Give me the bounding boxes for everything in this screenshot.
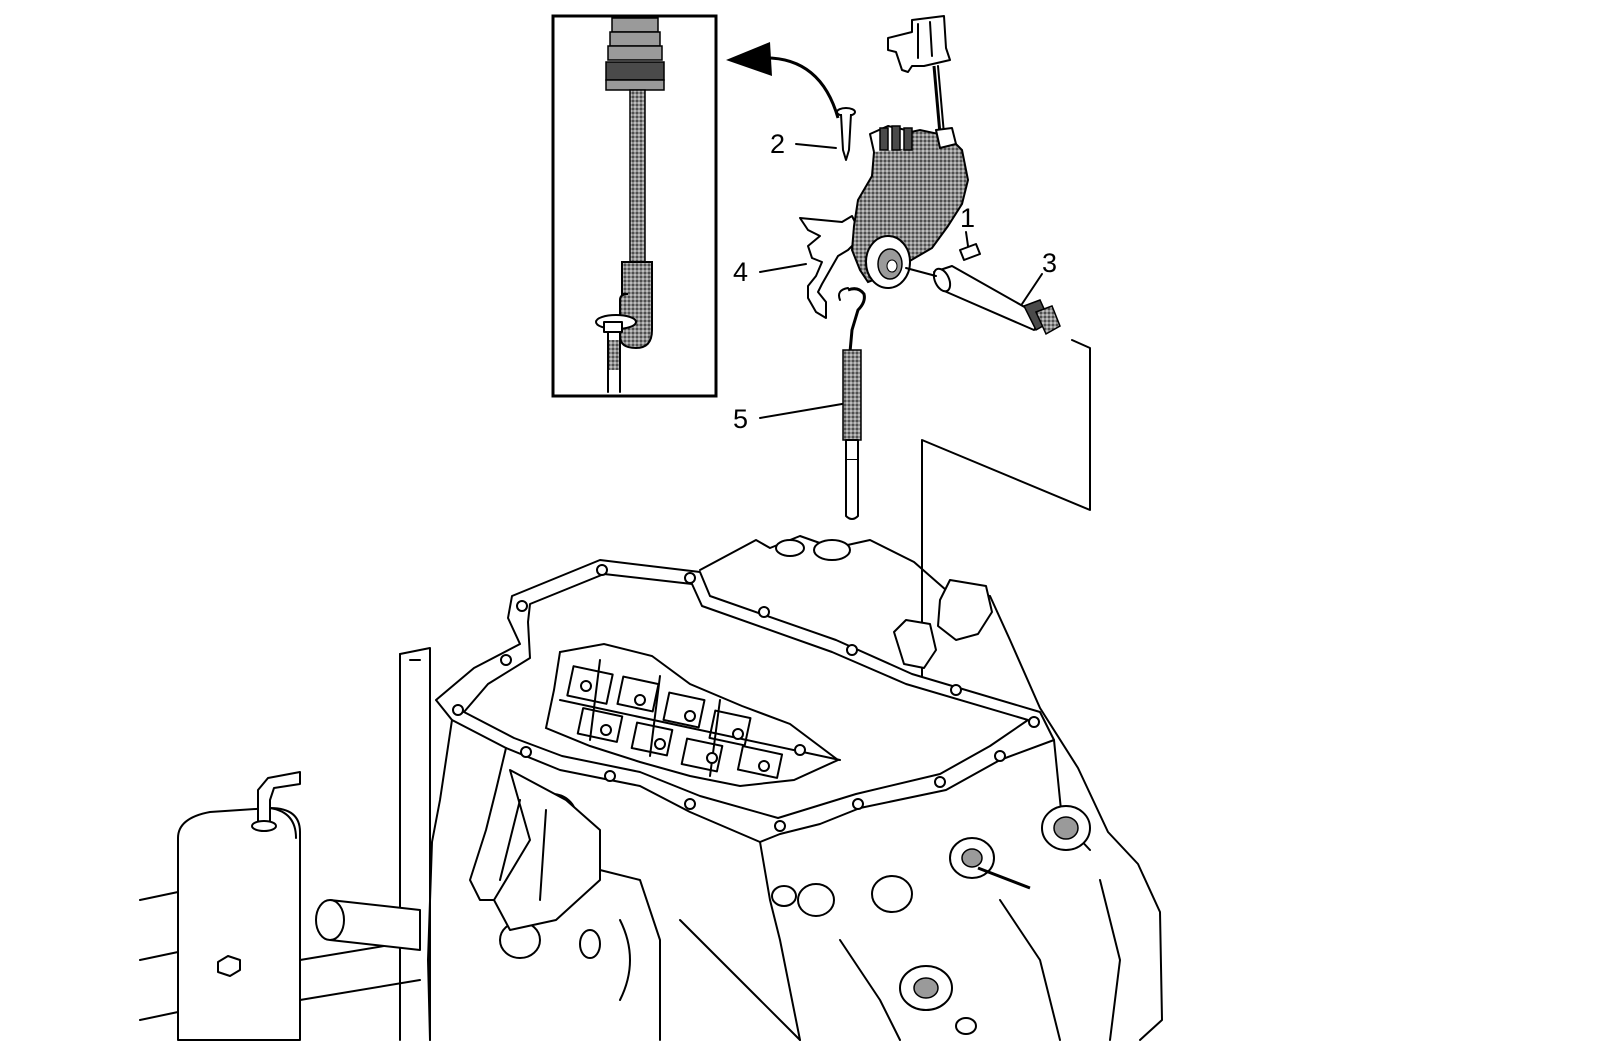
transmission-case bbox=[427, 535, 1163, 1041]
callout-4-leader bbox=[759, 263, 807, 273]
callout-4: 4 bbox=[733, 257, 807, 287]
part-1-pin bbox=[959, 243, 981, 261]
callout-5-leader bbox=[759, 403, 843, 419]
callout-1-leader bbox=[965, 231, 969, 247]
callout-3-label: 3 bbox=[1042, 248, 1057, 278]
callout-3-leader bbox=[1021, 273, 1043, 305]
alignment-line bbox=[921, 339, 1091, 773]
detail-inset bbox=[551, 14, 718, 398]
callout-5: 5 bbox=[733, 403, 843, 434]
callout-5-label: 5 bbox=[733, 404, 748, 434]
callout-4-label: 4 bbox=[733, 257, 748, 287]
callout-3: 3 bbox=[1021, 248, 1057, 305]
connector-harness bbox=[887, 15, 951, 135]
holding-fixture bbox=[139, 647, 431, 1041]
callout-2-leader bbox=[795, 143, 837, 149]
part-5-rod bbox=[838, 287, 866, 520]
pan-bolt-holes bbox=[452, 564, 1040, 832]
inset-spring-stack bbox=[605, 17, 665, 91]
part-2-pin bbox=[836, 107, 856, 161]
part-3-shaft bbox=[905, 265, 1061, 336]
inset-hook bbox=[619, 261, 653, 350]
callout-2: 2 bbox=[770, 129, 837, 159]
switch-assembly bbox=[850, 125, 970, 289]
callout-1-label: 1 bbox=[960, 203, 975, 233]
callout-2-label: 2 bbox=[770, 129, 785, 159]
callout-1: 1 bbox=[960, 203, 975, 247]
part-4-lever bbox=[799, 215, 859, 319]
curved-arrow bbox=[726, 42, 840, 119]
valve-body bbox=[544, 642, 841, 788]
